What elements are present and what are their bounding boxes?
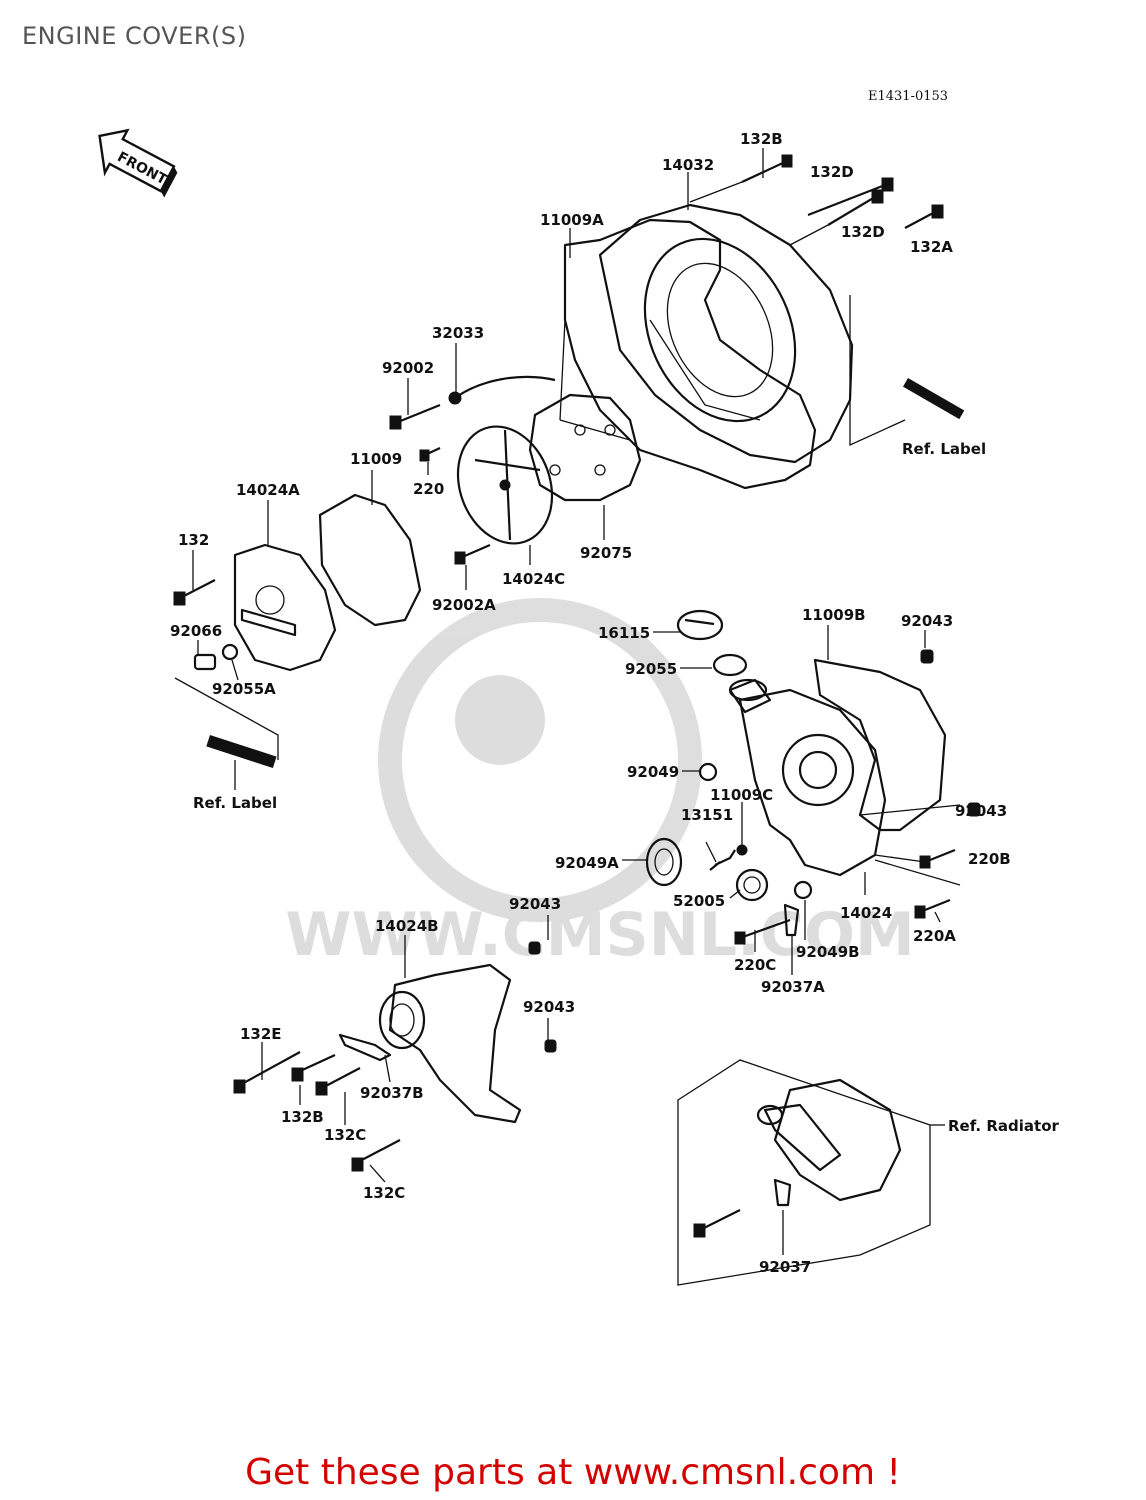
radiator-reference-inset (677, 1059, 931, 1286)
cover-14024 (738, 688, 887, 877)
label-92002A: 92002A (432, 596, 496, 614)
bolt-132D-b (827, 189, 884, 226)
part-labels: 132B 14032 132D 132D 132A 11009A 32033 9… (170, 130, 1059, 1276)
label-132A: 132A (910, 238, 953, 256)
bolt-132B-top (741, 154, 793, 183)
sprocket-cover-assembly (233, 941, 557, 1172)
front-arrow-icon: FRONT (98, 128, 178, 198)
label-32033: 32033 (432, 324, 484, 342)
label-220C: 220C (734, 956, 776, 974)
label-11009: 11009 (350, 450, 402, 468)
label-92043-d: 92043 (523, 998, 575, 1016)
cover-14024B (388, 963, 522, 1124)
label-132B-bottom: 132B (281, 1108, 324, 1126)
label-14024: 14024 (840, 904, 892, 922)
watermark: WWW.CMSNL.COM (285, 598, 915, 970)
page-title: ENGINE COVER(S) (22, 22, 247, 50)
label-14024C: 14024C (502, 570, 565, 588)
gasket-11009A (563, 218, 817, 490)
label-16115: 16115 (598, 624, 650, 642)
label-220B: 220B (968, 850, 1011, 868)
label-132C-a: 132C (324, 1126, 366, 1144)
pump-cover-assembly (645, 609, 981, 945)
label-132D-a: 132D (810, 163, 854, 181)
label-132C-b: 132C (363, 1184, 405, 1202)
label-13151: 13151 (681, 806, 733, 824)
footer-promo-text: Get these parts at www.cmsnl.com ! (245, 1452, 901, 1493)
label-92037B: 92037B (360, 1084, 424, 1102)
label-92043-b: 92043 (955, 802, 1007, 820)
label-14024B: 14024B (375, 917, 439, 935)
label-ref-radiator: Ref. Radiator (948, 1117, 1059, 1135)
label-11009A: 11009A (540, 211, 604, 229)
label-92055: 92055 (625, 660, 677, 678)
cover-14024C (456, 425, 554, 545)
bolt-92002 (389, 403, 441, 430)
label-92055A: 92055A (212, 680, 276, 698)
label-92037A: 92037A (761, 978, 825, 996)
label-92037: 92037 (759, 1258, 811, 1276)
label-92049A: 92049A (555, 854, 619, 872)
label-11009C: 11009C (710, 786, 773, 804)
label-92043-a: 92043 (901, 612, 953, 630)
label-92049B: 92049B (796, 943, 860, 961)
gasket-11009 (318, 493, 422, 627)
seal-92049A (645, 837, 683, 887)
label-ref-label-right: Ref. Label (902, 440, 986, 458)
bolt-132A (904, 204, 944, 229)
leader-lines (192, 148, 945, 1255)
cover-14024A (233, 543, 337, 672)
diagram-code: E1431-0153 (868, 89, 948, 104)
label-92043-c: 92043 (509, 895, 561, 913)
label-220: 220 (413, 480, 444, 498)
label-132E: 132E (240, 1025, 282, 1043)
gasket-11009B (813, 658, 947, 832)
gasket-92075 (528, 393, 642, 502)
clutch-cover-assembly (173, 154, 965, 769)
label-132D-b: 132D (841, 223, 885, 241)
label-132: 132 (178, 531, 209, 549)
label-92002: 92002 (382, 359, 434, 377)
watermark-text: WWW.CMSNL.COM (285, 900, 914, 970)
label-92049: 92049 (627, 763, 679, 781)
label-132B-top: 132B (740, 130, 783, 148)
label-ref-label-left: Ref. Label (193, 794, 277, 812)
label-92075: 92075 (580, 544, 632, 562)
pipe-32033 (454, 375, 556, 399)
label-52005: 52005 (673, 892, 725, 910)
cap-16115 (676, 609, 724, 641)
label-11009B: 11009B (802, 606, 866, 624)
label-220A: 220A (913, 927, 956, 945)
label-14032: 14032 (662, 156, 714, 174)
label-14024A: 14024A (236, 481, 300, 499)
label-92066: 92066 (170, 622, 222, 640)
